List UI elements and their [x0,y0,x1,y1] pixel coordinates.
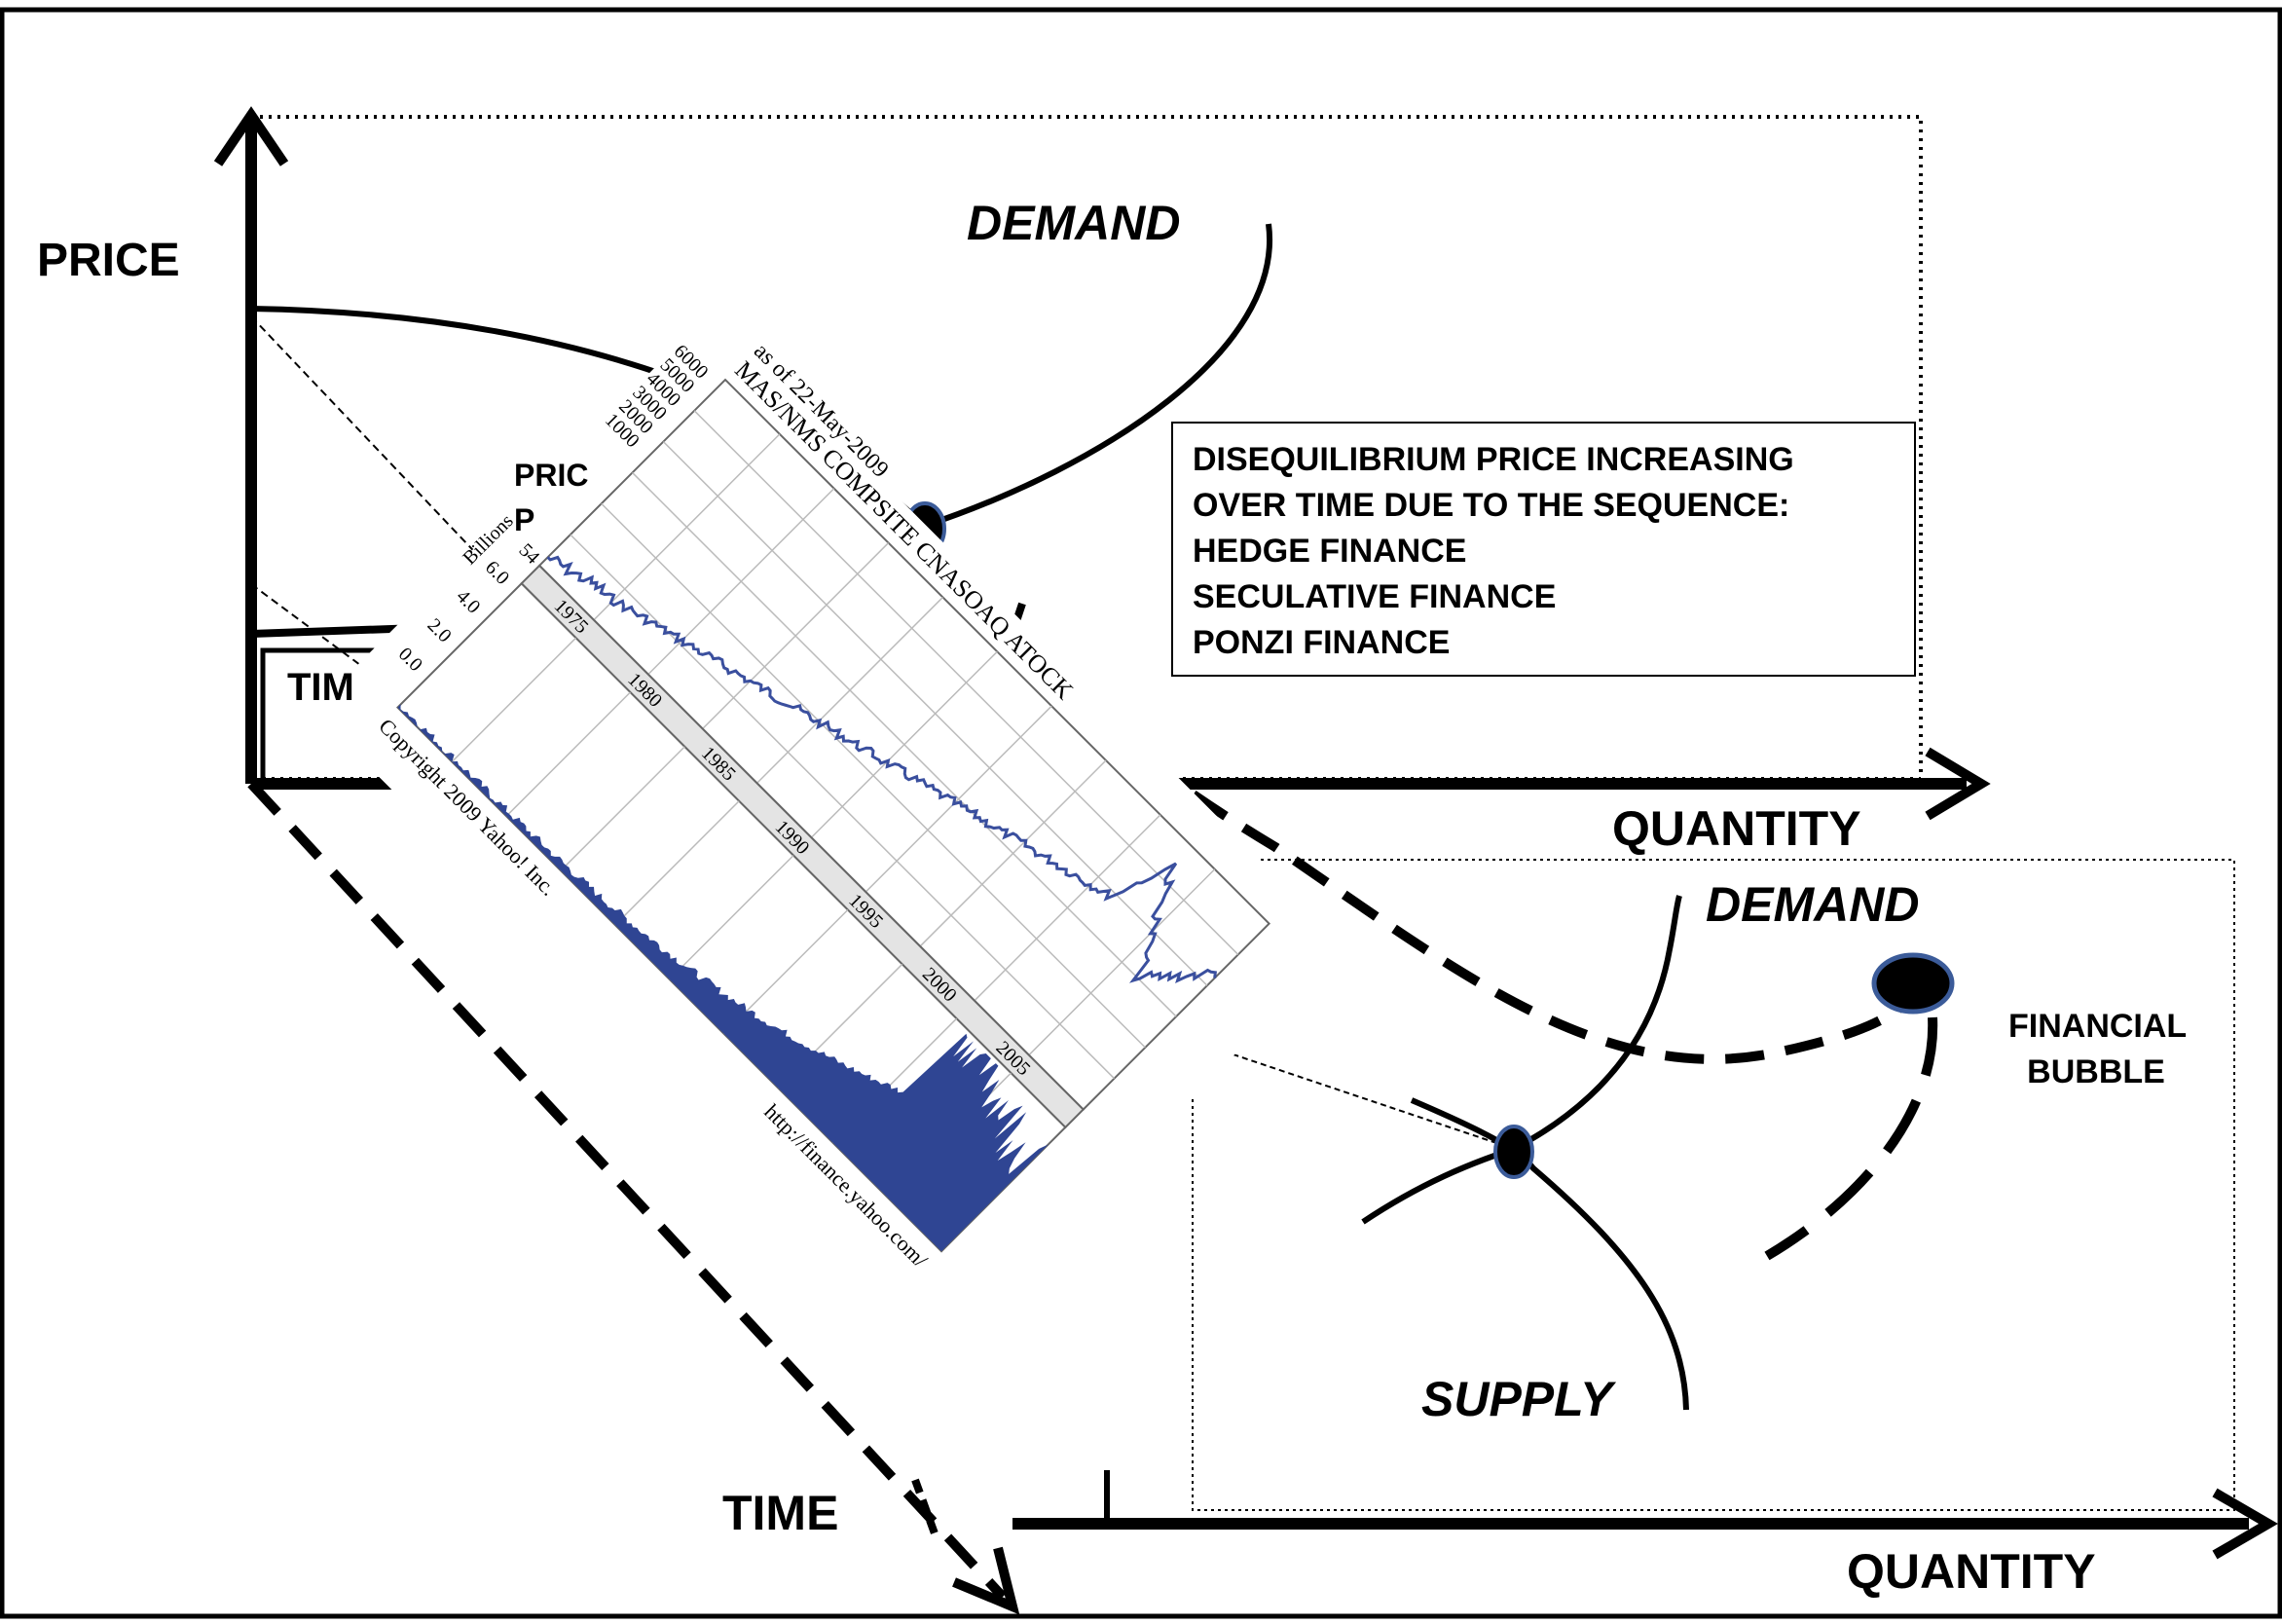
volume-grid-vline [614,800,740,926]
time-axis-arrowhead [952,1546,1020,1615]
disequilibrium-annotation-box: DISEQUILIBRIUM PRICE INCREASING OVER TIM… [1171,422,1916,677]
bottom-dotted-frame [1192,859,2235,1511]
volume-grid-vline [505,691,631,817]
top-demand-curve [924,223,1273,529]
thin-dashed-diagonal-2 [250,583,410,702]
top-dotted-frame [249,115,1923,781]
top-quantity-axis-arrowhead [1925,747,1991,821]
annotation-line-3: HEDGE FINANCE [1193,533,1467,570]
nasdaq-price-line [546,555,1217,983]
bottom-supply-label: SUPPLY [1421,1372,1613,1426]
financial-bubble-label-line2: BUBBLE [2027,1053,2165,1090]
bottom-demand-curve [1361,895,1682,1225]
price-grid-hline [601,502,1146,1049]
stock-chart: MAS/NMS COMPSITE CNASOAQ ATOCK as of 22-… [312,311,1345,1344]
annotation-line-2: OVER TIME DUE TO THE SEQUENCE: [1193,487,1790,524]
inner-axis-bracket [260,647,399,789]
time-axis [247,780,1007,1601]
price-axis-label: PRICE [37,235,180,286]
top-price-axis-arrowhead [213,106,289,166]
bottom-demand-label: DEMAND [1706,877,1920,932]
bottom-supply-curve [1410,1097,1689,1411]
thin-dashed-diagonal [250,315,488,566]
price-grid-hline [693,410,1239,955]
partial-label-3: TIM [287,666,354,709]
outer-frame [0,7,2282,1619]
annotation-line-4: SECULATIVE FINANCE [1193,578,1557,615]
annotation-line-1: DISEQUILIBRIUM PRICE INCREASING [1193,441,1794,478]
top-quantity-label: QUANTITY [1612,801,1861,856]
volume-grid-vline [451,637,577,762]
partial-label-1: PRIC [514,458,589,493]
annotation-line-5: PONZI FINANCE [1193,624,1451,661]
volume-grid-vline [669,855,794,980]
bottom-quantity-axis-arrowhead [2212,1488,2278,1560]
time-axis-label: TIME [722,1486,839,1540]
partial-label-2: P [514,502,535,537]
bottom-quantity-label: QUANTITY [1847,1544,2096,1599]
price-grid [570,410,1239,1080]
bubble-point [1871,952,1955,1015]
price-grid-hline [632,471,1177,1017]
top-demand-label: DEMAND [967,196,1181,250]
volume-area [397,704,1049,1252]
bottom-equilibrium-point [1493,1125,1534,1179]
financial-bubble-label-line1: FINANCIAL [2008,1008,2188,1045]
bubble-collapse [1764,1016,1938,1261]
volume-grid-vline [560,746,685,871]
time-axis-tail [911,1478,939,1535]
inner-axis [250,624,420,638]
